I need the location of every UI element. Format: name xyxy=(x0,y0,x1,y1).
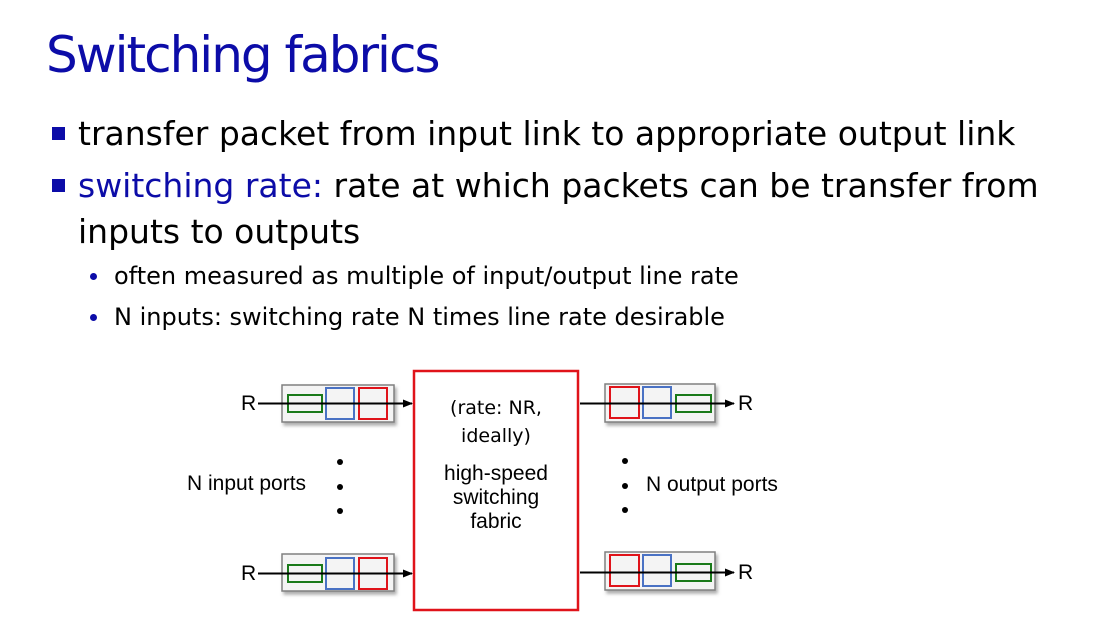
queue-packet-blue xyxy=(642,554,672,587)
output-link-rate-label-bottom: R xyxy=(738,561,754,584)
bullet-transfer: transfer packet from input link to appro… xyxy=(52,111,1052,157)
square-bullet-icon xyxy=(52,127,65,140)
fabric-name-label: high-speed switching fabric xyxy=(414,462,578,534)
input-link-rate-label-top: R xyxy=(241,392,257,415)
subbullet-n-inputs: N inputs: switching rate N times line ra… xyxy=(90,300,990,334)
queue-packet-red xyxy=(609,554,640,587)
fabric-name-line3: fabric xyxy=(470,510,522,533)
output-port-bottom xyxy=(604,551,716,591)
input-link-rate-label-bottom: R xyxy=(241,562,257,585)
input-ports-label: N input ports xyxy=(187,472,307,495)
output-ports-ellipsis xyxy=(622,458,628,513)
fabric-name-line1: high-speed xyxy=(444,462,548,485)
square-bullet-icon xyxy=(52,179,65,192)
subbullet-measured: often measured as multiple of input/outp… xyxy=(90,259,990,293)
fabric-name-line2: switching xyxy=(452,486,540,509)
switching-rate-definition: rate at which packets can be transfer fr… xyxy=(323,166,1039,205)
page-title: Switching fabrics xyxy=(46,26,440,84)
fabric-rate-line1: (rate: NR, xyxy=(450,397,542,419)
bullet-text-line2: inputs to outputs xyxy=(78,212,361,251)
bullet-text: transfer packet from input link to appro… xyxy=(78,114,1016,153)
dot-bullet-icon xyxy=(90,273,97,280)
bullet-text-line1: switching rate: rate at which packets ca… xyxy=(78,163,1039,209)
switching-rate-term: switching rate: xyxy=(78,166,324,205)
switching-fabric-box xyxy=(412,369,580,612)
output-ports-label: N output ports xyxy=(646,473,778,496)
output-link-rate-label-top: R xyxy=(738,392,754,415)
input-ports-ellipsis xyxy=(337,459,343,514)
dot-bullet-icon xyxy=(90,314,97,321)
fabric-rate-line2: ideally) xyxy=(461,425,531,447)
fabric-rate-label: (rate: NR, ideally) xyxy=(414,394,578,450)
subbullet-text: often measured as multiple of input/outp… xyxy=(114,262,739,290)
bullet-switching-rate: switching rate: rate at which packets ca… xyxy=(52,163,1052,255)
subbullet-text: N inputs: switching rate N times line ra… xyxy=(114,303,725,331)
